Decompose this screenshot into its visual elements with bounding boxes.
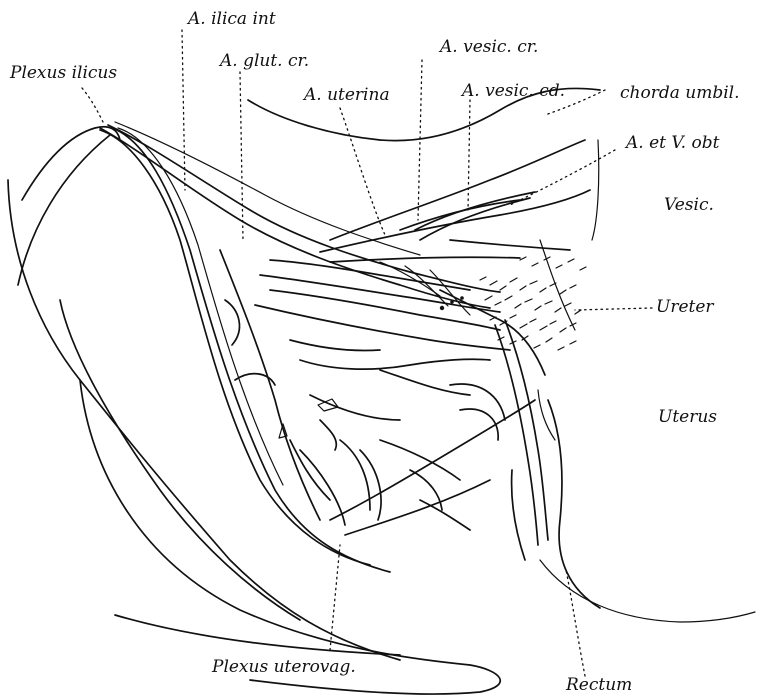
- leader-plexus-ilicus: [82, 88, 104, 124]
- label-a-vesic-cd: A. vesic. cd.: [460, 81, 565, 101]
- label-a-uterina: A. uterina: [302, 85, 390, 105]
- label-a-ilica-int: A. ilica int: [186, 9, 276, 29]
- labels: Plexus ilicus A. ilica int A. glut. cr. …: [9, 9, 739, 695]
- vessel-cluster: [255, 260, 548, 545]
- ureter-hatching: [480, 240, 586, 350]
- label-vesic: Vesic.: [664, 195, 714, 215]
- label-uterus: Uterus: [658, 407, 717, 427]
- leader-a-uterina: [340, 108, 385, 235]
- label-a-vesic-cr: A. vesic. cr.: [438, 37, 538, 57]
- label-rectum: Rectum: [565, 675, 632, 695]
- label-chorda-umbil: chorda umbil.: [620, 83, 739, 103]
- pelvic-wall-outlines: [8, 127, 755, 694]
- label-plexus-ilicus: Plexus ilicus: [9, 63, 117, 83]
- label-a-glut-cr: A. glut. cr.: [218, 51, 309, 71]
- label-a-et-v-obt: A. et V. obt: [624, 133, 720, 153]
- rectum-uterus-folds: [512, 390, 600, 608]
- leader-a-glut-cr: [240, 72, 243, 240]
- label-ureter: Ureter: [656, 297, 714, 317]
- leader-ureter: [575, 308, 652, 310]
- iliac-vessels: [100, 122, 500, 572]
- leader-lines: [82, 30, 652, 676]
- label-plexus-uterovag: Plexus uterovag.: [211, 657, 356, 677]
- leader-a-vesic-cd: [468, 100, 470, 210]
- leader-a-ilica-int: [182, 30, 185, 190]
